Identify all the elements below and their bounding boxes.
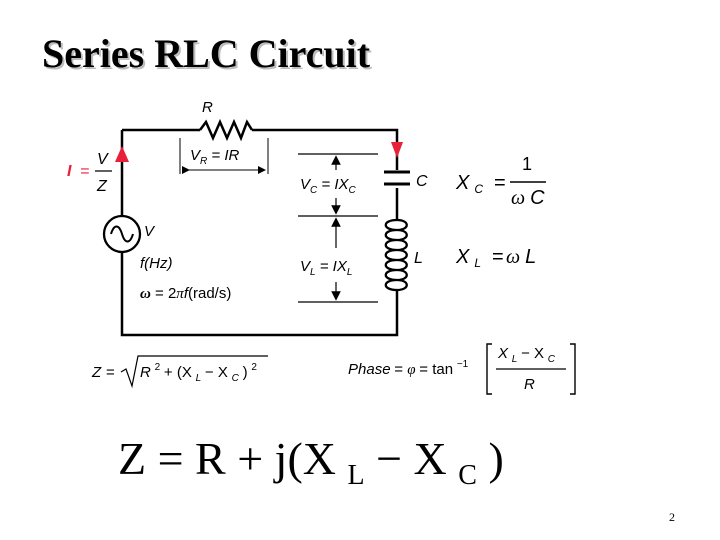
capacitor-symbol bbox=[384, 170, 410, 186]
inductor-label: L bbox=[414, 250, 423, 267]
inductor-symbol bbox=[384, 218, 408, 292]
voltage-arrows bbox=[298, 153, 378, 303]
omega-equation: ω = 2πf(rad/s) bbox=[140, 285, 231, 302]
slide-number: 2 bbox=[669, 510, 675, 524]
xl-equation: X L = ω L bbox=[455, 246, 536, 272]
resistor-symbol bbox=[199, 118, 254, 142]
phase-equation: Phase = φ = tan −1 X L − X C R bbox=[348, 345, 559, 393]
source-label: V bbox=[144, 223, 156, 240]
complex-impedance-equation: Z = R + j(X L − X C ) bbox=[118, 433, 504, 494]
capacitor-label: C bbox=[416, 173, 428, 190]
vr-equation: VR = IR bbox=[190, 147, 240, 167]
resistor-label: R bbox=[202, 99, 213, 116]
current-arrow-right bbox=[391, 142, 403, 158]
frequency-label: f(Hz) bbox=[140, 255, 173, 272]
circuit-wires bbox=[120, 128, 399, 337]
ac-source-symbol bbox=[102, 214, 142, 254]
vc-equation: VC = IXC bbox=[300, 176, 357, 196]
impedance-magnitude-equation: Z = R 2 + (X L − X C ) 2 bbox=[91, 358, 257, 385]
xc-equation: X C = 1 ω C bbox=[455, 153, 545, 209]
current-equation: I = V Z bbox=[67, 151, 112, 195]
page-title: Series RLC Circuit bbox=[42, 31, 371, 76]
vl-equation: VL = IXL bbox=[300, 258, 352, 278]
current-arrow-left bbox=[115, 146, 129, 162]
sqrt-symbol bbox=[120, 355, 268, 389]
vr-bracket bbox=[179, 138, 269, 174]
phase-brackets bbox=[486, 343, 576, 395]
